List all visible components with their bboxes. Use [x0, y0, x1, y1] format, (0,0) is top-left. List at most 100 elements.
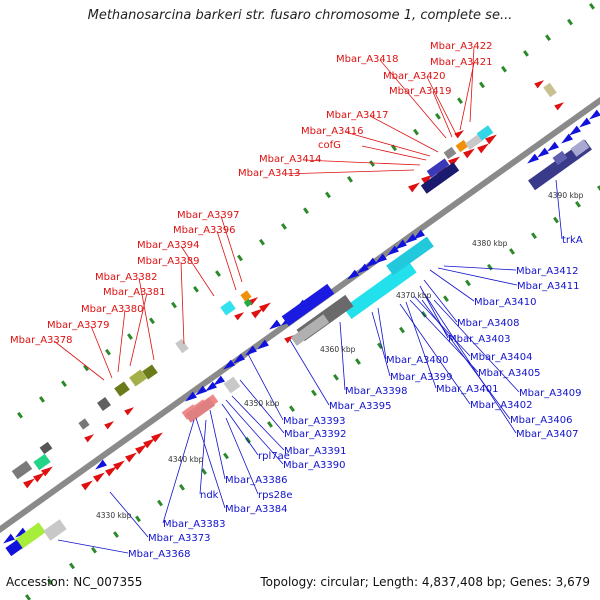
reverse-gene-arrow	[405, 233, 417, 244]
leader-line	[361, 145, 427, 161]
forward-gene	[78, 418, 90, 430]
gene-label-red[interactable]: Mbar_A3394	[137, 240, 200, 251]
gene-label-blue[interactable]: Mbar_A3390	[283, 460, 346, 471]
leader-line	[459, 62, 475, 131]
gene-label-blue[interactable]: rpl7ae	[258, 451, 290, 462]
gene-label-red[interactable]: Mbar_A3416	[301, 126, 364, 137]
gc-tick	[39, 396, 45, 403]
gene-label-blue[interactable]: Mbar_A3403	[448, 334, 511, 345]
forward-gene	[476, 125, 494, 141]
reverse-gene	[343, 261, 417, 319]
gene-label-red[interactable]: Mbar_A3413	[238, 168, 301, 179]
gc-tick	[575, 200, 581, 208]
gene-label-blue[interactable]: Mbar_A3386	[225, 475, 288, 486]
gene-label-red[interactable]: Mbar_A3417	[326, 110, 389, 121]
gc-tick	[589, 2, 595, 10]
gc-tick	[69, 562, 75, 570]
reverse-gene	[290, 314, 330, 346]
gene-label-blue[interactable]: Mbar_A3395	[329, 401, 392, 412]
forward-gene-arrow	[554, 102, 565, 111]
forward-gene-arrow	[105, 466, 117, 477]
gene-label-red[interactable]: Mbar_A3420	[383, 71, 446, 82]
leader-line	[129, 292, 148, 367]
gene-label-blue[interactable]: rps28e	[258, 490, 293, 501]
kbp-tick-label: 4360 kbp	[320, 345, 356, 354]
gene-label-red[interactable]: Mbar_A3418	[336, 54, 399, 65]
forward-gene-arrow	[104, 421, 115, 430]
leader-line	[426, 76, 457, 135]
gene-label-blue[interactable]: Mbar_A3404	[470, 352, 533, 363]
gene-label-red[interactable]: Mbar_A3397	[177, 210, 240, 221]
forward-gene-arrow	[143, 438, 155, 449]
gc-tick	[597, 185, 600, 192]
gene-label-blue[interactable]: Mbar_A3407	[516, 429, 579, 440]
gene-label-blue[interactable]: trkA	[562, 235, 583, 246]
gene-label-blue[interactable]: Mbar_A3368	[128, 549, 191, 560]
leader-line	[199, 419, 207, 495]
kbp-tick-label: 4340 kbp	[168, 455, 204, 464]
gene-label-red[interactable]: Mbar_A3379	[47, 320, 110, 331]
gene-label-blue[interactable]: ndk	[200, 490, 219, 501]
reverse-gene-arrow	[395, 239, 407, 250]
gene-label-red[interactable]: Mbar_A3380	[81, 304, 144, 315]
reverse-gene-arrow	[213, 375, 225, 386]
gene-label-blue[interactable]: Mbar_A3412	[516, 266, 579, 277]
gene-label-blue[interactable]: Mbar_A3383	[163, 519, 226, 530]
gene-label-red[interactable]: Mbar_A3382	[95, 272, 158, 283]
gene-label-blue[interactable]: Mbar_A3384	[225, 504, 288, 515]
forward-gene-arrow	[81, 480, 93, 491]
leader-line	[180, 245, 215, 297]
gene-label-blue[interactable]: Mbar_A3401	[436, 384, 499, 395]
leader-line	[432, 91, 453, 138]
reverse-gene	[184, 397, 216, 423]
forward-gene	[243, 298, 253, 308]
forward-gene-arrow	[234, 312, 245, 321]
gc-tick	[465, 279, 471, 287]
gene-label-red[interactable]: Mbar_A3422	[430, 41, 493, 52]
gene-label-blue[interactable]: Mbar_A3409	[519, 388, 582, 399]
gene-label-red[interactable]: Mbar_A3396	[173, 225, 236, 236]
leader-line	[247, 353, 284, 421]
gene-label-blue[interactable]: Mbar_A3410	[474, 297, 537, 308]
leader-line	[216, 230, 237, 291]
reverse-gene-arrow	[589, 109, 600, 120]
reverse-gene-arrow	[527, 153, 539, 164]
gc-tick	[289, 405, 295, 413]
gene-label-blue[interactable]: Mbar_A3411	[517, 281, 580, 292]
forward-gene-arrow	[534, 80, 545, 89]
gene-label-red[interactable]: Mbar_A3421	[430, 57, 493, 68]
gene-label-red[interactable]: Mbar_A3419	[389, 86, 452, 97]
gene-label-red[interactable]: Mbar_A3378	[10, 335, 73, 346]
gene-label-blue[interactable]: Mbar_A3391	[284, 446, 347, 457]
kbp-tick-label: 4380 kbp	[472, 239, 508, 248]
gene-label-blue[interactable]: Mbar_A3400	[386, 355, 449, 366]
kbp-tick-label: 4350 kbp	[244, 399, 280, 408]
gene-label-blue[interactable]: Mbar_A3406	[510, 415, 573, 426]
gene-label-blue[interactable]: Mbar_A3392	[284, 429, 347, 440]
leader-line	[437, 267, 518, 286]
leader-line	[379, 59, 447, 139]
reverse-gene-arrow	[257, 339, 269, 350]
gene-label-red[interactable]: cofG	[318, 140, 341, 151]
gene-label-blue[interactable]: Mbar_A3402	[470, 400, 533, 411]
gc-tick	[553, 216, 559, 224]
gene-label-red[interactable]: Mbar_A3389	[137, 256, 200, 267]
gene-label-red[interactable]: Mbar_A3381	[103, 287, 166, 298]
leader-line	[421, 299, 511, 420]
gene-label-blue[interactable]: Mbar_A3408	[457, 318, 520, 329]
gene-label-blue[interactable]: Mbar_A3399	[390, 372, 453, 383]
gene-label-blue[interactable]: Mbar_A3405	[478, 368, 541, 379]
gene-label-blue[interactable]: Mbar_A3393	[283, 416, 346, 427]
gene-label-blue[interactable]: Mbar_A3373	[148, 533, 211, 544]
reverse-gene	[386, 236, 434, 276]
forward-gene-arrow	[259, 302, 271, 313]
gene-label-red[interactable]: Mbar_A3414	[259, 154, 322, 165]
leader-line	[109, 491, 149, 538]
topology-summary: Topology: circular; Length: 4,837,408 bp…	[260, 575, 590, 589]
leader-line	[289, 339, 330, 406]
gc-tick	[25, 594, 31, 600]
gene-label-blue[interactable]: Mbar_A3398	[345, 386, 408, 397]
